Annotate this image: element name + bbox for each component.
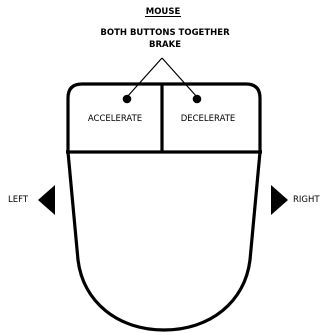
right-label: RIGHT	[293, 195, 320, 205]
decelerate-button-dot	[192, 94, 202, 104]
right-arrow-icon	[271, 185, 288, 215]
pointer-line-right	[161, 57, 198, 98]
mouse-body	[66, 82, 262, 332]
decelerate-button: DECELERATE	[181, 94, 236, 124]
decelerate-button-label: DECELERATE	[181, 114, 236, 124]
left-arrow-icon	[38, 185, 55, 215]
pointer-line-left	[126, 57, 163, 98]
left-label: LEFT	[8, 195, 29, 205]
accelerate-button-dot	[122, 94, 132, 104]
accelerate-button-label: ACCELERATE	[88, 114, 142, 124]
note-line-2: BRAKE	[149, 40, 181, 50]
accelerate-button: ACCELERATE	[88, 94, 142, 124]
note-line-1: BOTH BUTTONS TOGETHER	[100, 28, 230, 38]
diagram-title: MOUSE	[146, 7, 181, 17]
